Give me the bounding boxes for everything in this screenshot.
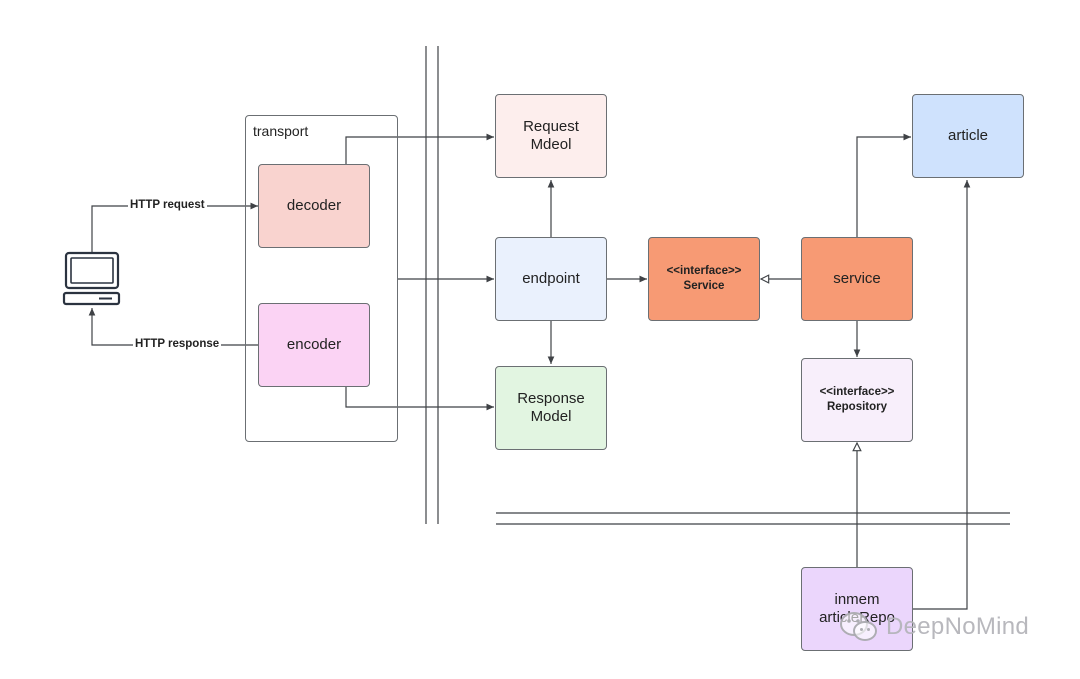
decoder-label: decoder [286, 197, 342, 214]
interface-service-node: <<interface>> Service [648, 237, 760, 321]
watermark-text: DeepNoMind [886, 613, 1030, 640]
interface-service-label: <<interface>> Service [666, 265, 742, 292]
encoder-node: encoder [258, 303, 370, 387]
encoder-label: encoder [286, 336, 342, 353]
http-response-label: HTTP response [133, 337, 222, 351]
transport-group-label: transport [253, 123, 309, 139]
article-label: article [947, 127, 988, 144]
service-label: service [833, 270, 881, 287]
edge-inmem-article [913, 180, 971, 610]
edge-decoder-request-model [345, 133, 494, 164]
transport-group [245, 115, 398, 442]
service-node: service [801, 237, 913, 321]
wechat-icon [840, 612, 877, 641]
endpoint-node: endpoint [495, 237, 607, 321]
interface-repository-label: <<interface>> Repository [819, 386, 895, 413]
decoder-node: decoder [258, 164, 370, 248]
edge-service-article [856, 133, 911, 237]
interface-repository-node: <<interface>> Repository [801, 358, 913, 442]
edge-http-request [91, 202, 258, 252]
endpoint-label: endpoint [522, 270, 580, 287]
watermark: DeepNoMind [838, 610, 1029, 644]
response-model-node: Response Model [495, 366, 607, 450]
http-request-label: HTTP request [128, 198, 207, 212]
article-node: article [912, 94, 1024, 178]
request-model-node: Request Mdeol [495, 94, 607, 178]
response-model-label: Response Model [517, 390, 585, 425]
request-model-label: Request Mdeol [523, 118, 579, 153]
computer-icon [62, 251, 121, 306]
edge-encoder-response-model [345, 387, 494, 411]
